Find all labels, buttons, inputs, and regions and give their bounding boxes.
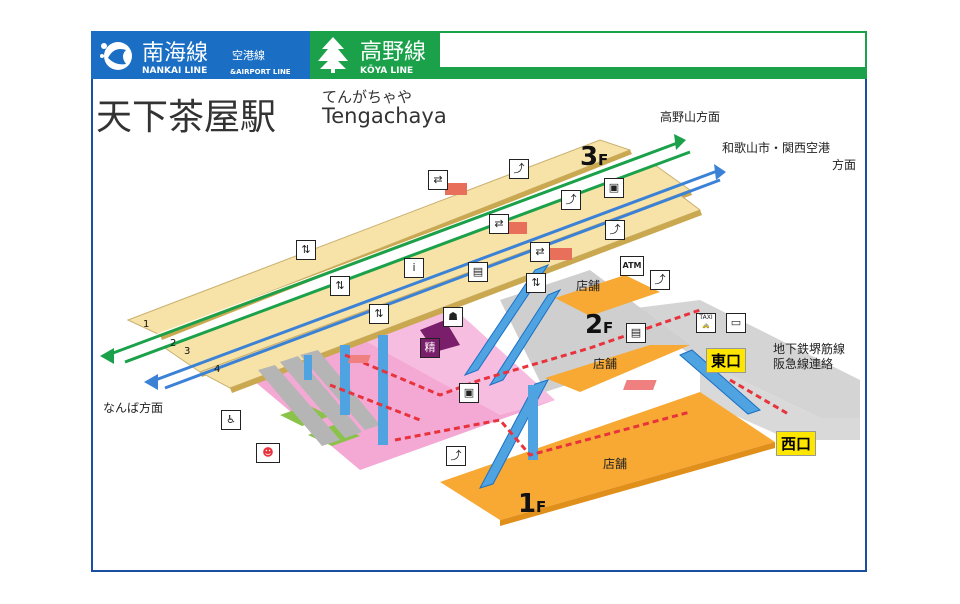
arrow-namba-green bbox=[100, 348, 114, 364]
direction-namba: なんば方面 bbox=[103, 401, 164, 415]
escalator-east bbox=[679, 349, 761, 415]
track-koya-1-hl bbox=[114, 135, 691, 351]
fare-adjust-icon: ⇄ bbox=[428, 170, 448, 190]
floor-2f-shop-lower bbox=[545, 345, 690, 392]
ticket-gate-1 bbox=[347, 355, 371, 363]
platform-number-3: 3 bbox=[184, 346, 190, 357]
track-koya-1 bbox=[104, 140, 681, 358]
elevator-icon-4: ⇅ bbox=[369, 304, 389, 324]
stairs-1 bbox=[258, 365, 340, 446]
fare-adjust-icon-3: ⇄ bbox=[530, 242, 550, 262]
nankai-line-name-en: NANKAI LINE bbox=[142, 66, 208, 76]
route-1f bbox=[394, 410, 691, 457]
toilet-icon: ☻ bbox=[256, 443, 280, 463]
airport-line-name: 空港線 bbox=[232, 49, 265, 62]
koya-line-name-en: KŌYA LINE bbox=[360, 66, 414, 76]
subway-gray-area bbox=[700, 360, 860, 440]
track-nankai-1 bbox=[149, 168, 721, 384]
accessible-icon: ♿ bbox=[221, 410, 241, 430]
ticket-gate-3f-b bbox=[505, 222, 527, 234]
stairs-2 bbox=[280, 356, 362, 438]
pillar-1 bbox=[340, 345, 350, 415]
floor-2f-suffix: F bbox=[603, 319, 613, 337]
taxi-icon: TAXI🚕 bbox=[696, 313, 716, 333]
floor-1f bbox=[440, 392, 775, 520]
subway-connection-line2: 阪急線連絡 bbox=[773, 357, 834, 371]
koya-line-name: 高野線 bbox=[360, 40, 427, 65]
ticket-machine-icon-2: ▤ bbox=[626, 323, 646, 343]
track-koya-2 bbox=[124, 150, 691, 364]
platform-number-2: 2 bbox=[170, 338, 176, 349]
pillar-4 bbox=[304, 355, 312, 380]
floor-1f-number: 1 bbox=[518, 489, 536, 519]
floor-3f-number: 3 bbox=[580, 142, 598, 172]
taxi-text: TAXI bbox=[699, 314, 713, 321]
escalator-2f-3f-b bbox=[488, 288, 562, 387]
platform-number-1: 1 bbox=[143, 319, 149, 330]
arrow-wakayama-blue bbox=[714, 164, 726, 180]
airport-line-name-en: &AIRPORT LINE bbox=[230, 68, 291, 76]
info-icon: i bbox=[404, 258, 424, 278]
pillar-3 bbox=[528, 385, 538, 460]
shop-label-2f-lower: 店舗 bbox=[593, 357, 617, 371]
floor-1f-suffix: F bbox=[536, 498, 546, 516]
elevator-icon-3: ⇅ bbox=[526, 273, 546, 293]
direction-wakayama-line1: 和歌山市・関西空港 bbox=[722, 141, 831, 155]
route-east-exit bbox=[729, 378, 791, 417]
elevator-icon: ⇅ bbox=[296, 240, 316, 260]
ticket-gate-east bbox=[623, 380, 657, 390]
fare-adjust-icon-2: ⇄ bbox=[489, 214, 509, 234]
atm-icon: ATM bbox=[620, 256, 644, 276]
pillar-2 bbox=[378, 335, 388, 445]
route-2f bbox=[344, 308, 701, 397]
escalator-icon-5: ⤴ bbox=[446, 446, 466, 466]
arrow-koya-green bbox=[674, 134, 686, 150]
floor-3f-suffix: F bbox=[598, 151, 608, 169]
floor-2f-shop-upper bbox=[555, 275, 660, 316]
arrow-namba-blue bbox=[144, 374, 158, 390]
exit-east-label: 東口 bbox=[706, 348, 747, 373]
elevator-icon-2: ⇅ bbox=[330, 276, 350, 296]
escalator-icon: ⤴ bbox=[509, 159, 529, 179]
route-concourse bbox=[329, 383, 421, 422]
escalator-icon-4: ⤴ bbox=[650, 270, 670, 290]
coin-locker-icon: ▣ bbox=[604, 178, 624, 198]
track-nankai-2 bbox=[164, 178, 721, 390]
coin-locker-icon-2: ▣ bbox=[459, 383, 479, 403]
nankai-line-name: 南海線 bbox=[142, 41, 209, 66]
station-name-kana: てんがちゃや bbox=[322, 88, 413, 106]
shop-label-1f: 店舗 bbox=[603, 457, 627, 471]
direction-wakayama-line2: 方面 bbox=[832, 158, 857, 172]
koya-tree-icon bbox=[318, 37, 348, 73]
exit-west-label: 西口 bbox=[776, 431, 817, 456]
ticket-gate-3f-c bbox=[550, 248, 572, 260]
station-name-en: Tengachaya bbox=[322, 104, 447, 128]
platform-number-4: 4 bbox=[214, 364, 220, 375]
escalator-icon-2: ⤴ bbox=[561, 190, 581, 210]
station-office-icon: ☗ bbox=[443, 307, 463, 327]
ticket-machine-icon: ▤ bbox=[468, 262, 488, 282]
floor-2f-number: 2 bbox=[585, 310, 603, 340]
escalator-icon-3: ⤴ bbox=[605, 220, 625, 240]
shop-label-2f-upper: 店舗 bbox=[576, 279, 600, 293]
direction-koyasan: 高野山方面 bbox=[660, 110, 721, 124]
seisan-icon: 精 bbox=[420, 338, 440, 358]
subway-connection-line1: 地下鉄堺筋線 bbox=[773, 342, 846, 356]
bus-icon: ▭ bbox=[726, 313, 746, 333]
floor-1f-edge bbox=[500, 442, 775, 526]
station-name-jp: 天下茶屋駅 bbox=[96, 97, 277, 138]
nankai-logo-icon bbox=[100, 42, 132, 70]
koya-line-strip bbox=[440, 67, 867, 79]
ticket-gate-3f bbox=[445, 183, 467, 195]
